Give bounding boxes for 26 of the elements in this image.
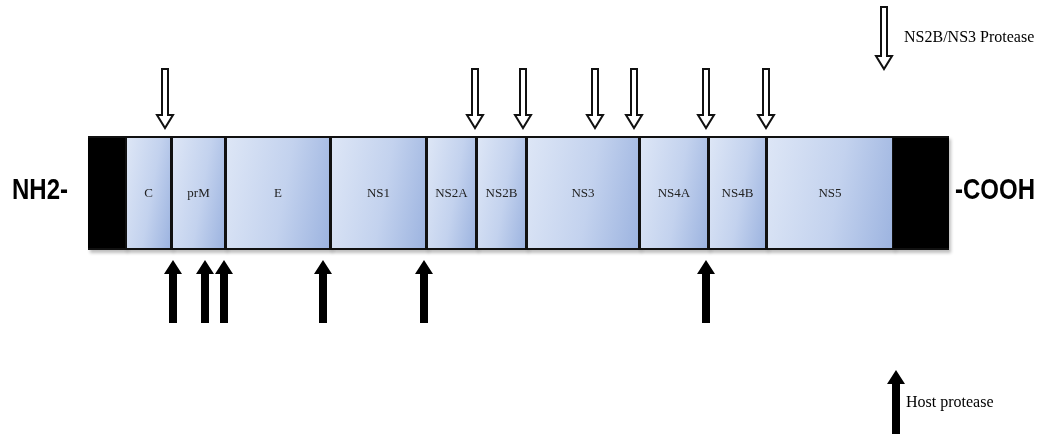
- terminus-label: -COOH: [955, 172, 1035, 206]
- protein-segment: [330, 136, 427, 250]
- protein-segment: [526, 136, 640, 250]
- segment-label: NS1: [366, 185, 391, 201]
- protein-segment: [639, 136, 709, 250]
- segment-label: NS5: [818, 185, 842, 201]
- protein-segment: [708, 136, 767, 250]
- protein-segment: [426, 136, 477, 250]
- segment-label: NS2B: [485, 185, 518, 201]
- segment-label: prM: [187, 185, 210, 201]
- protein-segment: [766, 136, 894, 250]
- segment-label: NS2A: [435, 185, 468, 201]
- segment-label: NS4A: [657, 185, 691, 201]
- protein-segment: [171, 136, 226, 250]
- legend-label: Host protease: [906, 393, 994, 411]
- terminal-block: [893, 136, 949, 250]
- terminus-label: NH2-: [12, 172, 68, 206]
- protein-segment: [476, 136, 527, 250]
- protein-segment: [125, 136, 172, 250]
- segment-label: C: [144, 185, 153, 201]
- legend-label: NS2B/NS3 Protease: [904, 28, 1035, 46]
- segment-label: NS4B: [721, 185, 754, 201]
- segment-label: NS3: [571, 185, 595, 201]
- segment-label: E: [274, 185, 282, 201]
- protein-segment: [225, 136, 331, 250]
- terminal-block: [88, 136, 126, 250]
